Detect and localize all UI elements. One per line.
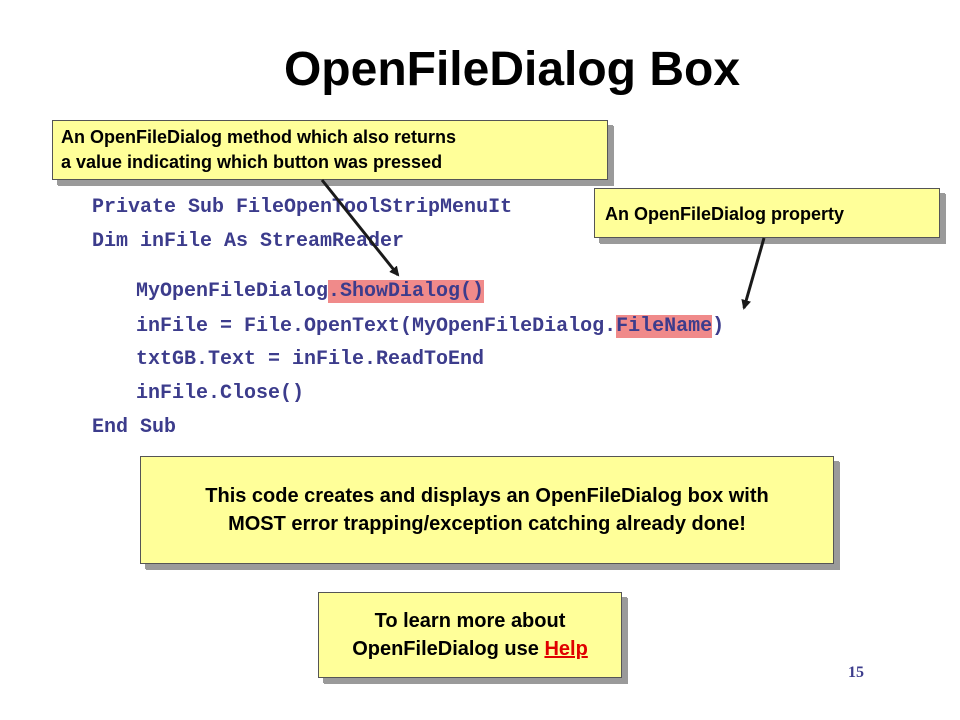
callout-property-text: An OpenFileDialog property — [605, 204, 845, 224]
callout-method-line2: a value indicating which button was pres… — [61, 152, 443, 172]
page-number: 15 — [848, 664, 864, 681]
code-line-end-sub: End Sub — [92, 416, 177, 439]
callout-info-line2: MOST error trapping/exception catching a… — [228, 513, 746, 535]
code-closing-paren: ) — [712, 315, 725, 338]
code-object-name: MyOpenFileDialog — [136, 280, 329, 303]
callout-property: An OpenFileDialog property — [594, 188, 940, 238]
callout-help: To learn more about OpenFileDialog use H… — [318, 592, 622, 678]
code-line-showdialog: MyOpenFileDialog.ShowDialog() — [136, 280, 485, 304]
callout-help-line1: To learn more about — [374, 610, 566, 632]
callout-help-line2: OpenFileDialog use Help — [319, 635, 621, 663]
callout-help-prefix: OpenFileDialog use — [352, 638, 545, 660]
callout-info-line1: This code creates and displays an OpenFi… — [205, 485, 769, 507]
callout-method-line1: An OpenFileDialog method which also retu… — [61, 127, 457, 147]
callout-method: An OpenFileDialog method which also retu… — [52, 120, 608, 180]
code-line-opentext: inFile = File.OpenText(MyOpenFileDialog.… — [136, 315, 724, 339]
callout-info: This code creates and displays an OpenFi… — [140, 456, 834, 564]
code-line-dim: Dim inFile As StreamReader — [92, 230, 405, 253]
help-link[interactable]: Help — [544, 638, 588, 660]
code-line-close: inFile.Close() — [136, 382, 305, 405]
code-opentext-prefix: inFile = File.OpenText(MyOpenFileDialog. — [136, 315, 617, 338]
code-line-readtoend: txtGB.Text = inFile.ReadToEnd — [136, 348, 485, 371]
arrow-property-to-filename — [741, 237, 766, 310]
highlight-showdialog: .ShowDialog() — [328, 280, 485, 303]
slide-title: OpenFileDialog Box — [283, 43, 741, 96]
highlight-filename: FileName — [616, 315, 713, 338]
code-line-sub-declaration: Private Sub FileOpenToolStripMenuIt — [92, 196, 513, 219]
arrow-method-to-showdialog — [320, 179, 400, 277]
